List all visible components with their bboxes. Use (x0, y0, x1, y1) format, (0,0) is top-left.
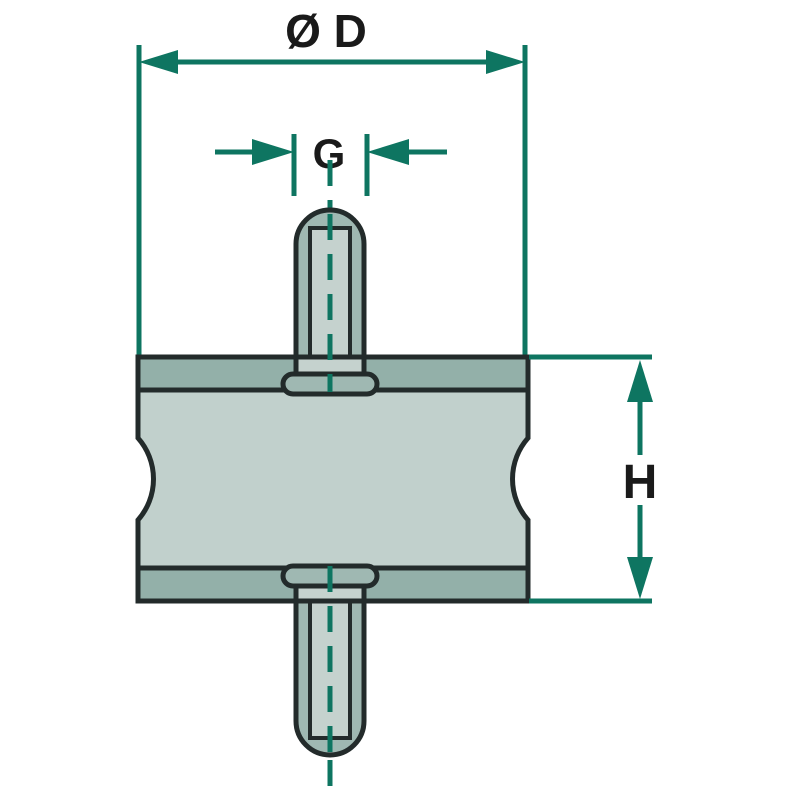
rubber-body (135, 387, 531, 571)
dimension-label-height: H (623, 456, 658, 509)
arrowhead-height-top-icon (627, 360, 653, 402)
dimension-label-diameter: Ø D (285, 5, 367, 57)
dimension-diameter: Ø D (136, 5, 528, 357)
dimension-height: H (529, 354, 658, 604)
arrowhead-thread-right-icon (367, 139, 409, 165)
arrowhead-thread-left-icon (252, 139, 294, 165)
arrowhead-right-icon (486, 50, 525, 74)
dimension-thread: G (215, 130, 447, 196)
arrowhead-height-bottom-icon (627, 557, 653, 599)
arrowhead-left-icon (139, 50, 178, 74)
